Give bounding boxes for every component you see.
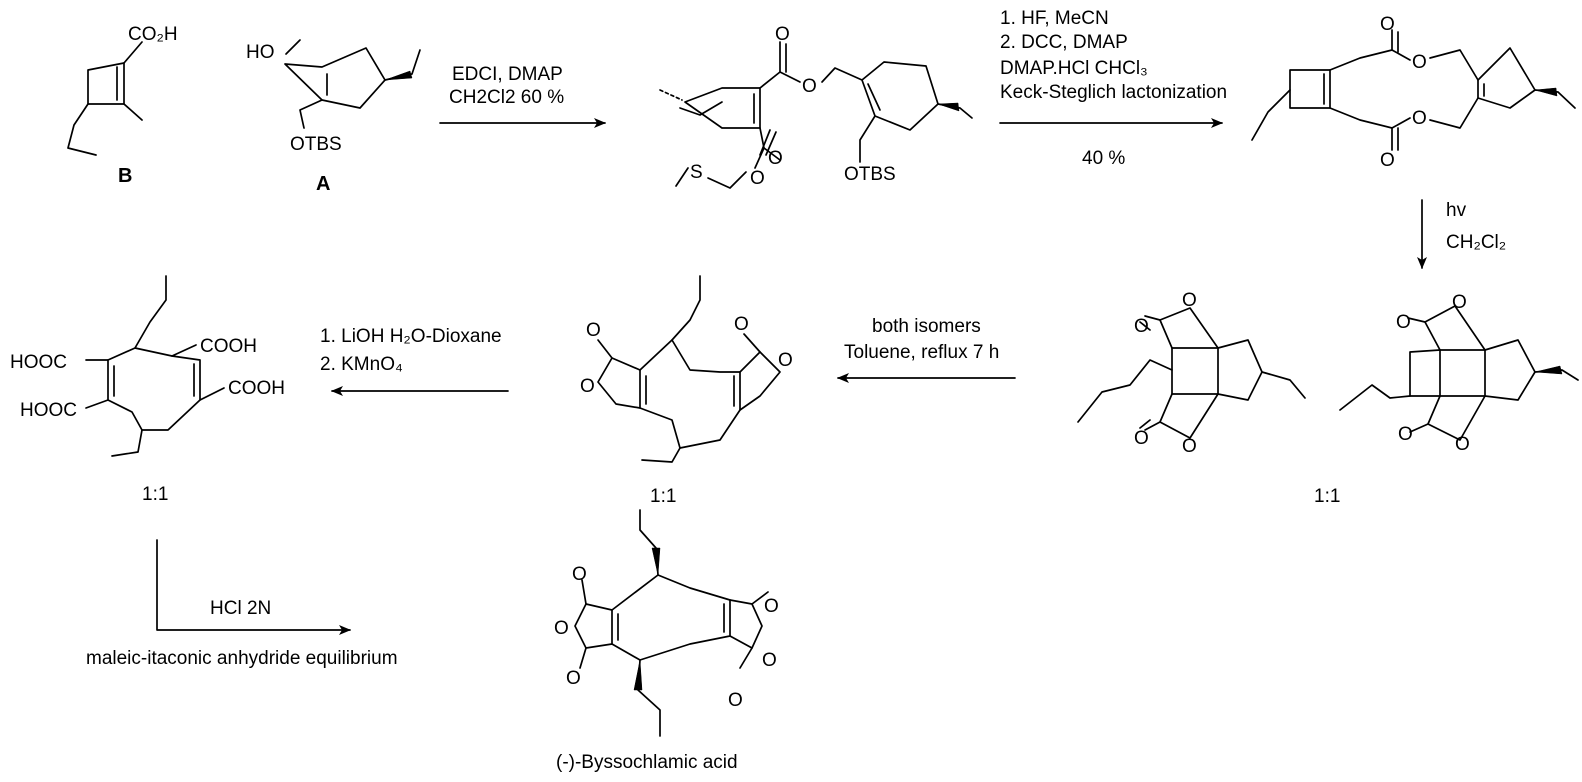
hooc-bottom: HOOC [20,400,77,421]
co2h-label: CO₂H [128,24,178,45]
photoadducts-ratio: 1:1 [1314,486,1340,507]
nine-ring-bislactone-structure: O O O O [580,275,793,463]
a-otbs-label: OTBS [290,134,342,155]
step2-line3: DMAP.HCl CHCl₃ [1000,58,1148,79]
arrow-anhydride-formation [156,539,351,635]
nine-lactone-o4: O [778,350,793,371]
step2-line1: 1. HF, MeCN [1000,8,1109,29]
byssochlamic-acid-structure: O O O O O O [554,509,779,737]
ester-otbs-label: OTBS [844,164,896,185]
hooc-top: HOOC [10,352,67,373]
photoadduct-isomer-1-structure: O O O O [1077,290,1306,457]
cooh-right: COOH [228,378,285,399]
photo2-o-ring-top: O [1452,292,1467,313]
photo2-o-ring-bottom: O [1455,434,1470,455]
thioether-s: S [690,162,703,183]
step1-line1: EDCI, DMAP [452,64,563,85]
anhydride-o6: O [728,690,743,711]
step4-line2: Toluene, reflux 7 h [844,342,999,363]
photo1-o-ring-top: O [1182,290,1197,311]
cooh-top: COOH [200,336,257,357]
anhydride-o1: O [572,564,587,585]
photo2-o-carbonyl-bottom: O [1398,424,1413,445]
step3-line2: CH₂Cl₂ [1446,232,1506,253]
nine-lactone-o2: O [580,376,595,397]
ester-intermediate-structure: O O O O S OTBS [659,24,973,189]
bislactone-o3: O [1412,108,1427,129]
ester2-o-link: O [750,168,765,189]
compound-b-label: B [118,165,132,187]
photoadduct-isomer-2-structure: O O O O [1339,292,1579,455]
photo1-o-carbonyl-top: O [1134,316,1149,337]
product-name: (-)-Byssochlamic acid [556,752,738,773]
tetraacid-ratio: 1:1 [142,484,168,505]
bislactone-structure: O O O O [1251,14,1576,171]
nine-lactone-o1: O [586,320,601,341]
step2-line4: Keck-Steglich lactonization [1000,82,1227,103]
tetraacid-structure: HOOC HOOC COOH COOH [10,275,285,457]
compound-a-structure: HO OTBS [246,39,421,155]
bislactone-o2: O [1412,52,1427,73]
anhydride-o4: O [764,596,779,617]
step6-line2: maleic-itaconic anhydride equilibrium [86,648,398,669]
ester-o-link: O [802,76,817,97]
ester2-o-carbonyl: O [768,148,783,169]
step2-yield: 40 % [1082,148,1125,169]
photo1-o-carbonyl-bottom: O [1134,428,1149,449]
step5-line1: 1. LiOH H₂O-Dioxane [320,326,502,347]
step4-line1: both isomers [872,316,981,337]
a-ho-label: HO [246,42,275,63]
photo1-o-ring-bottom: O [1182,436,1197,457]
anhydride-o3: O [566,668,581,689]
step1-line2: CH2Cl2 60 % [449,87,564,108]
nine-lactone-o3: O [734,314,749,335]
step6-line1: HCl 2N [210,598,271,619]
anhydride-o2: O [554,618,569,639]
step5-line2: 2. KMnO₄ [320,354,403,375]
ester-o-carbonyl: O [775,24,790,45]
bislactone-o4: O [1380,150,1395,171]
photo2-o-carbonyl-top: O [1396,312,1411,333]
compound-a-label: A [316,173,330,195]
step2-line2: 2. DCC, DMAP [1000,32,1128,53]
step3-line1: hv [1446,200,1467,221]
bislactone-o1: O [1380,14,1395,35]
anhydride-o5: O [762,650,777,671]
bislactone-ratio: 1:1 [650,486,676,507]
compound-b-structure: CO₂H [67,24,178,156]
